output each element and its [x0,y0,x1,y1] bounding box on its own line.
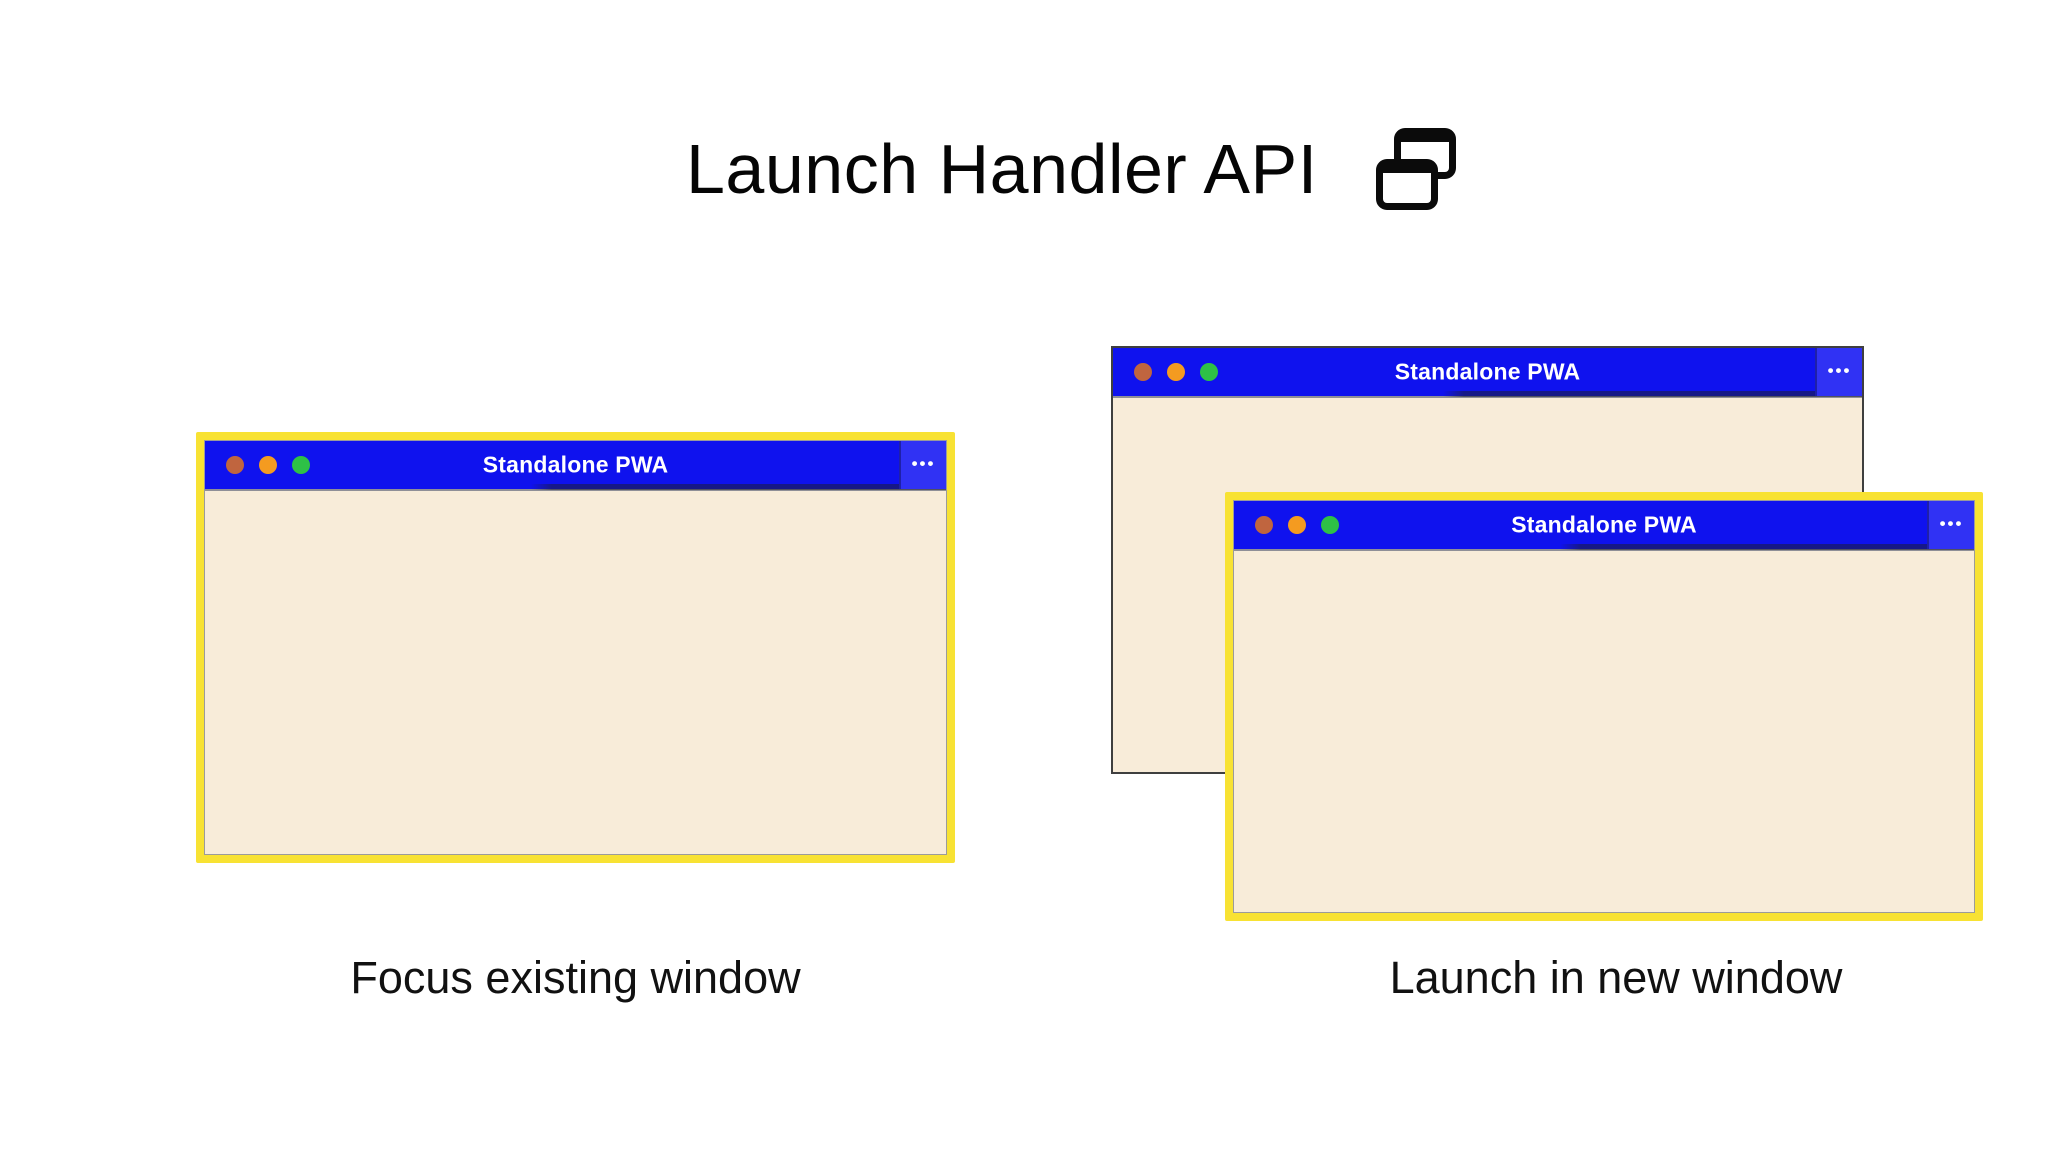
maximize-icon[interactable] [1200,363,1218,381]
page-title: Launch Handler API [686,130,1318,208]
window-body [205,491,946,854]
close-icon[interactable] [226,456,244,474]
window-title: Standalone PWA [1394,358,1581,385]
close-icon[interactable] [1134,363,1152,381]
window-frame: Standalone PWA ••• [204,440,947,855]
overflow-menu-button[interactable]: ••• [1927,501,1974,549]
traffic-lights [1255,516,1339,534]
ellipsis-icon: ••• [911,453,936,473]
window-title: Standalone PWA [482,451,669,478]
pwa-window-existing: Standalone PWA ••• [196,432,955,863]
window-title: Standalone PWA [1511,511,1697,538]
overlapping-windows-icon [1375,128,1456,210]
minimize-icon[interactable] [259,456,277,474]
overflow-menu-button[interactable]: ••• [1815,348,1862,396]
maximize-icon[interactable] [292,456,310,474]
minimize-icon[interactable] [1167,363,1185,381]
pwa-window-new: Standalone PWA ••• [1225,492,1983,921]
caption-focus-existing: Focus existing window [350,952,801,1003]
titlebar[interactable]: Standalone PWA ••• [1113,348,1862,398]
window-body [1234,551,1974,912]
front-window-glyph [1375,159,1438,210]
maximize-icon[interactable] [1321,516,1339,534]
overflow-menu-button[interactable]: ••• [899,441,946,489]
ellipsis-icon: ••• [1827,360,1852,380]
header: Launch Handler API [686,128,1456,210]
ellipsis-icon: ••• [1939,513,1964,533]
traffic-lights [1134,363,1218,381]
minimize-icon[interactable] [1288,516,1306,534]
caption-launch-new: Launch in new window [1389,952,1843,1003]
close-icon[interactable] [1255,516,1273,534]
window-frame: Standalone PWA ••• [1233,500,1975,913]
titlebar[interactable]: Standalone PWA ••• [1234,501,1974,551]
titlebar[interactable]: Standalone PWA ••• [205,441,946,491]
traffic-lights [226,456,310,474]
